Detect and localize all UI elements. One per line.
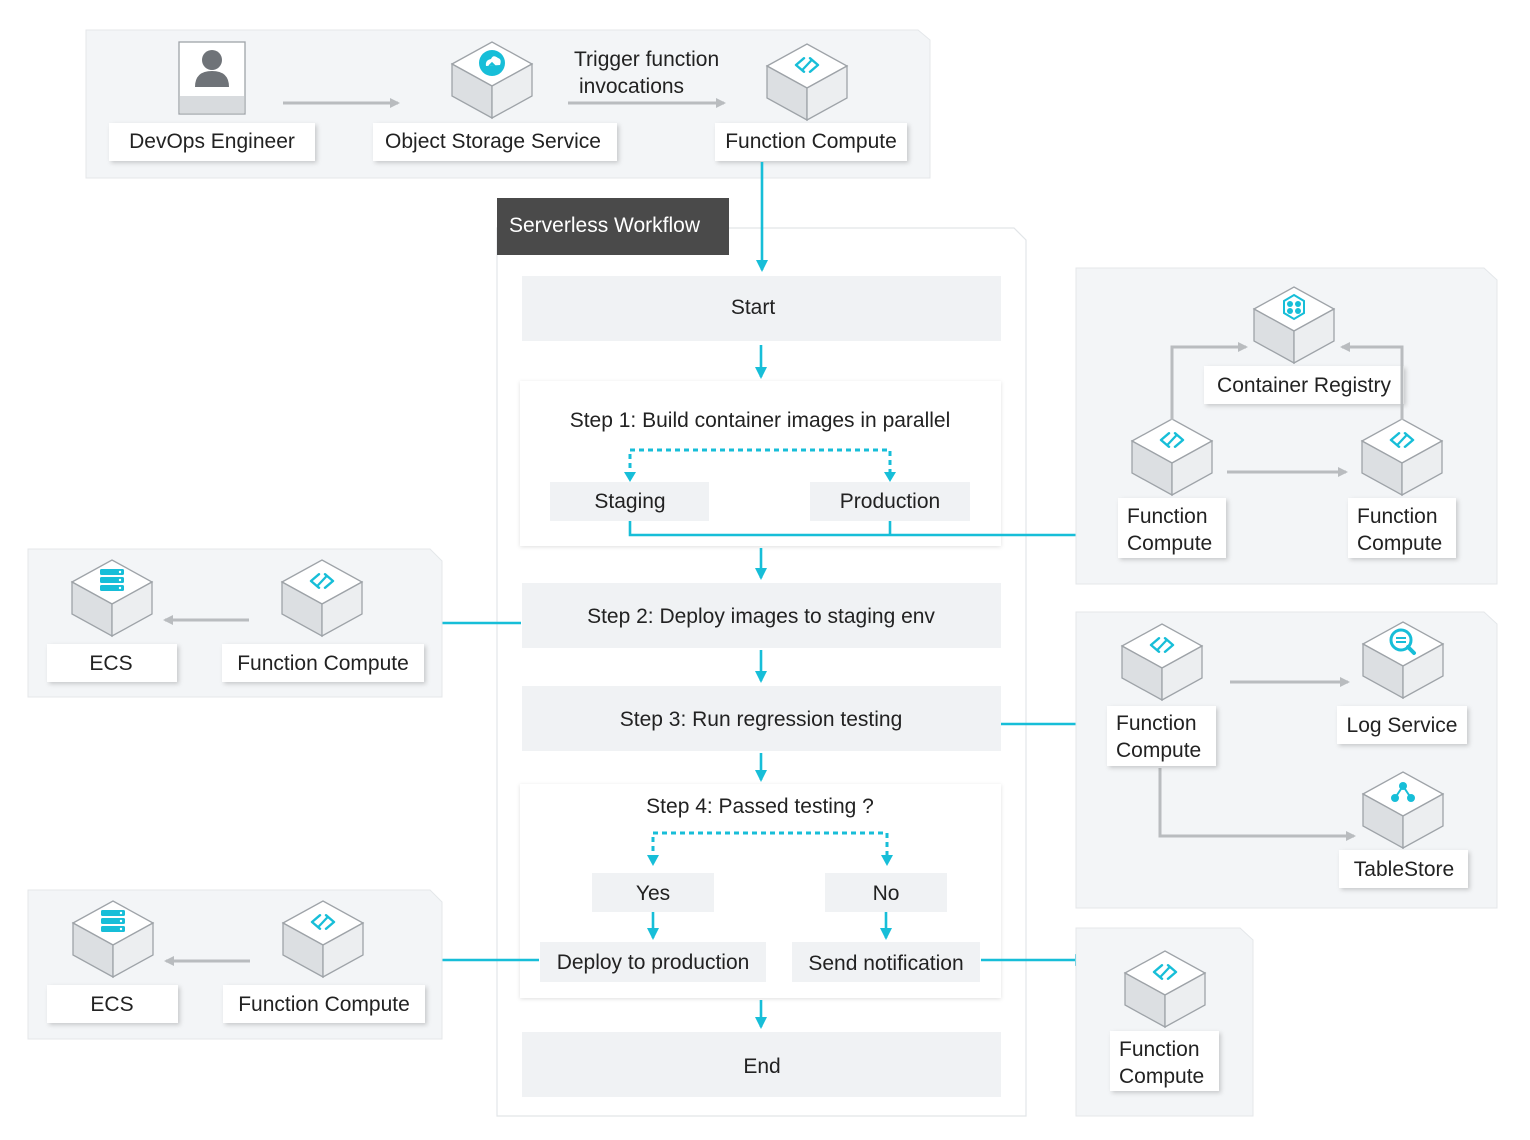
svg-text:Function: Function: [1127, 505, 1208, 528]
svg-text:Function Compute: Function Compute: [237, 652, 409, 675]
svg-text:Deploy to production: Deploy to production: [557, 951, 750, 974]
log-service-icon: [1362, 621, 1444, 699]
user-icon: [178, 41, 246, 115]
staging-node: Staging: [550, 482, 709, 521]
notify-fc-label: Function Compute: [1110, 1031, 1219, 1091]
test-fc-to-tablestore-arrow: [1158, 768, 1356, 841]
svg-text:TableStore: TableStore: [1354, 858, 1454, 881]
svg-text:Yes: Yes: [636, 882, 670, 905]
fc-left-to-registry-arrow: [1170, 342, 1248, 420]
tablestore-label: TableStore: [1339, 850, 1468, 888]
svg-text:Serverless Workflow: Serverless Workflow: [509, 214, 701, 237]
svg-text:Production: Production: [840, 490, 940, 513]
build-to-fc-arrow: [628, 521, 1108, 541]
trigger-text-line2: invocations: [579, 75, 684, 98]
svg-text:ECS: ECS: [89, 652, 132, 675]
top-function-compute-label: Function Compute: [715, 123, 907, 161]
svg-text:ECS: ECS: [90, 993, 133, 1016]
production-ecs-label: ECS: [47, 985, 178, 1023]
container-registry-icon: [1253, 286, 1335, 364]
build-fc-right-label: Function Compute: [1348, 498, 1456, 558]
testing-fc-label: Function Compute: [1107, 706, 1216, 766]
svg-text:Compute: Compute: [1127, 532, 1212, 555]
devops-engineer-label: DevOps Engineer: [109, 123, 315, 161]
svg-text:Step 3: Run regression testing: Step 3: Run regression testing: [620, 708, 903, 731]
parallel-branch-dashed: [628, 448, 892, 477]
svg-text:Log Service: Log Service: [1347, 714, 1458, 737]
svg-text:Function: Function: [1116, 712, 1197, 735]
svg-text:Container Registry: Container Registry: [1217, 374, 1391, 397]
svg-text:DevOps Engineer: DevOps Engineer: [129, 130, 295, 153]
svg-text:Function: Function: [1357, 505, 1438, 528]
production-node: Production: [810, 482, 970, 521]
svg-text:Function Compute: Function Compute: [725, 130, 897, 153]
yes-node: Yes: [592, 873, 714, 912]
staging-fc-label: Function Compute: [222, 644, 424, 682]
svg-text:Send notification: Send notification: [808, 952, 963, 975]
object-storage-icon: [451, 41, 533, 119]
step3-node: Step 3: Run regression testing: [522, 686, 1001, 751]
branch-arrowhead-left: [624, 472, 636, 482]
workflow-title: Serverless Workflow: [497, 198, 729, 255]
decision-branch-dashed: [651, 831, 889, 860]
build-fc-left-label: Function Compute: [1118, 498, 1226, 558]
svg-text:Compute: Compute: [1357, 532, 1442, 555]
svg-text:Step 4: Passed testing ?: Step 4: Passed testing ?: [646, 795, 874, 818]
decision-arrowhead-yes: [647, 855, 659, 866]
fc-right-to-registry-arrow: [1340, 342, 1404, 420]
deploy-production-node: Deploy to production: [540, 942, 766, 982]
svg-text:Step 1: Build container images: Step 1: Build container images in parall…: [570, 409, 951, 432]
svg-text:Object Storage Service: Object Storage Service: [385, 130, 601, 153]
svg-text:Function: Function: [1119, 1038, 1200, 1061]
staging-ecs-label: ECS: [47, 644, 177, 682]
decision-arrowhead-no: [881, 855, 893, 866]
step2-node: Step 2: Deploy images to staging env: [522, 583, 1001, 648]
svg-text:Step 2: Deploy images to stagi: Step 2: Deploy images to staging env: [587, 605, 935, 628]
tablestore-icon: [1362, 771, 1444, 849]
branch-arrowhead-right: [884, 472, 896, 482]
end-node: End: [522, 1032, 1001, 1097]
production-fc-label: Function Compute: [223, 985, 425, 1023]
container-registry-label: Container Registry: [1204, 366, 1404, 404]
trigger-text-line1: Trigger function: [574, 48, 719, 71]
log-service-label: Log Service: [1337, 706, 1467, 744]
object-storage-label: Object Storage Service: [373, 123, 617, 161]
svg-text:Function Compute: Function Compute: [238, 993, 410, 1016]
svg-text:No: No: [873, 882, 900, 905]
svg-text:Compute: Compute: [1116, 739, 1201, 762]
send-notification-node: Send notification: [792, 942, 980, 982]
svg-text:End: End: [743, 1055, 780, 1078]
svg-text:Compute: Compute: [1119, 1065, 1204, 1088]
start-node: Start: [522, 276, 1001, 341]
no-node: No: [825, 873, 947, 912]
svg-text:Staging: Staging: [594, 490, 665, 513]
svg-text:Start: Start: [731, 296, 776, 319]
step1-node: Step 1: Build container images in parall…: [520, 381, 1001, 546]
